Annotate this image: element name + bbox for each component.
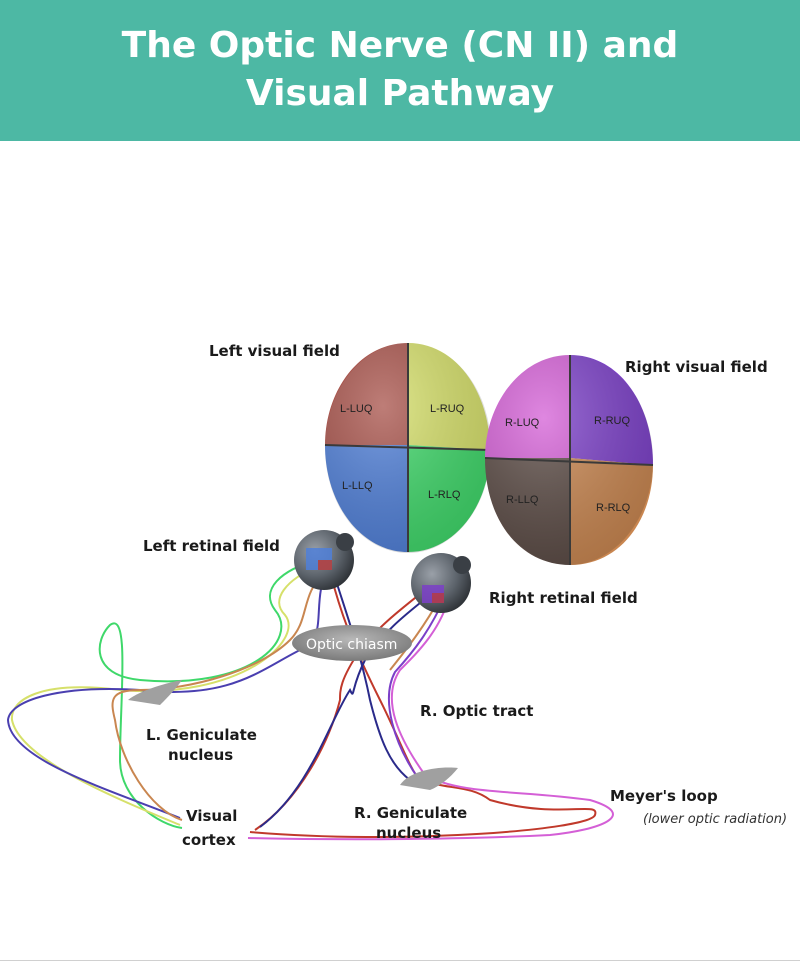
r-rlq-label: R-RLQ xyxy=(596,502,631,514)
right-visual-field-label: Right visual field xyxy=(625,358,768,376)
right-retinal-field-label: Right retinal field xyxy=(489,589,638,607)
r-geniculate-label-2: nucleus xyxy=(376,824,441,842)
l-llq-label: L-LLQ xyxy=(342,480,373,492)
left-eye xyxy=(294,530,354,590)
right-visual-field xyxy=(484,355,654,565)
header-bar: The Optic Nerve (CN II) and Visual Pathw… xyxy=(0,0,800,141)
r-ruq-label: R-RUQ xyxy=(594,415,630,427)
left-visual-field-label: Left visual field xyxy=(209,342,340,360)
visual-pathway-diagram: L-LUQ L-RUQ L-LLQ L-RLQ R-LUQ R-RUQ R-LL… xyxy=(6,342,787,849)
l-geniculate-label-1: L. Geniculate xyxy=(146,726,257,744)
r-luq-label: R-LUQ xyxy=(505,417,540,429)
visual-cortex-label-1: Visual xyxy=(186,807,237,825)
page-title: The Optic Nerve (CN II) and Visual Pathw… xyxy=(121,25,679,114)
right-eye xyxy=(411,553,471,613)
l-luq-label: L-LUQ xyxy=(340,403,373,415)
l-rlq-label: L-RLQ xyxy=(428,489,461,501)
left-retinal-field-label: Left retinal field xyxy=(143,537,280,555)
meyers-loop-label: Meyer's loop xyxy=(610,787,718,805)
r-llq-label: R-LLQ xyxy=(506,494,539,506)
r-geniculate-label-1: R. Geniculate xyxy=(354,804,467,822)
l-ruq-label: L-RUQ xyxy=(430,403,465,415)
visual-cortex-label-2: cortex xyxy=(182,831,236,849)
left-visual-field xyxy=(324,343,491,553)
meyers-loop-note: (lower optic radiation) xyxy=(643,812,787,827)
bottom-divider xyxy=(0,960,800,961)
l-geniculate-shape xyxy=(128,680,182,705)
optic-chiasm-shape xyxy=(292,625,412,661)
l-geniculate-label-2: nucleus xyxy=(168,746,233,764)
r-geniculate-shape xyxy=(400,767,458,790)
optic-chiasm-label: Optic chiasm xyxy=(306,637,397,653)
r-optic-tract-label: R. Optic tract xyxy=(420,702,533,720)
